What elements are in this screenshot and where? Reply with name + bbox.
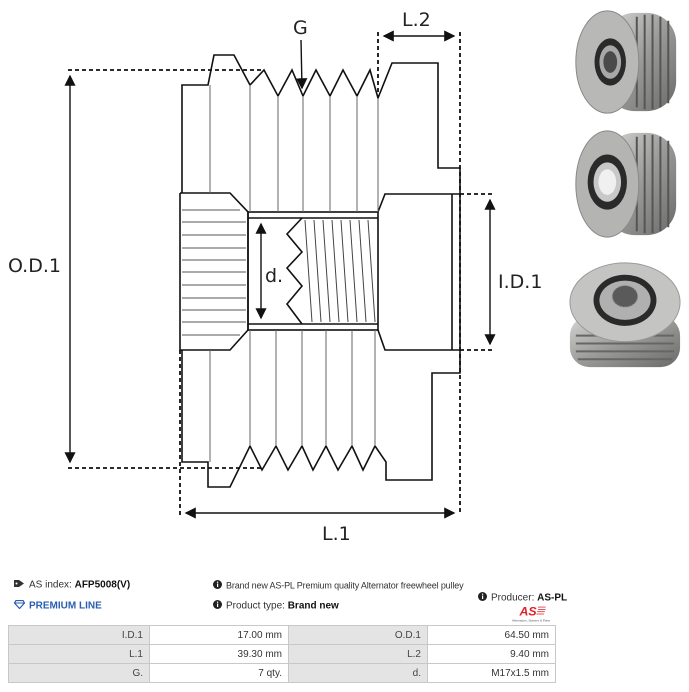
info-icon <box>213 600 222 612</box>
extension-lines <box>68 32 492 515</box>
l2-label: L.2 <box>402 9 431 31</box>
specifications-table: I.D.1 17.00 mm O.D.1 64.50 mm L.1 39.30 … <box>8 625 556 683</box>
product-type-label: Product type: <box>226 600 285 612</box>
od1-label: O.D.1 <box>8 255 61 277</box>
description-text: Brand new AS-PL Premium quality Alternat… <box>226 580 464 591</box>
spec-value: 39.30 mm <box>149 644 289 664</box>
product-photo-rear[interactable] <box>566 257 684 375</box>
product-photo-front[interactable] <box>566 3 684 121</box>
logo-stripes <box>536 606 546 615</box>
tag-icon <box>14 579 25 591</box>
hub-spline-lines <box>182 209 246 336</box>
spec-label: L.2 <box>288 644 428 664</box>
thread-hatch <box>304 219 376 323</box>
as-index-row: AS index: AFP5008(V) <box>14 579 130 591</box>
as-index-label: AS index: <box>29 579 72 591</box>
description-row: Brand new AS-PL Premium quality Alternat… <box>213 580 464 592</box>
product-type-row: Product type: Brand new <box>213 600 339 612</box>
product-photo-bore[interactable] <box>566 125 684 243</box>
groove-pointer <box>296 39 308 90</box>
id1-label: I.D.1 <box>498 271 542 293</box>
producer-value: AS-PL <box>537 592 568 604</box>
thread-profile <box>285 217 304 325</box>
spec-label: L.1 <box>8 644 150 664</box>
thread-label: d. <box>265 265 283 287</box>
spec-label: d. <box>288 663 428 683</box>
pulley-technical-drawing: G L.2 O.D.1 I.D.1 d. L.1 <box>8 9 542 545</box>
producer-row: Producer: AS-PL <box>478 592 567 604</box>
pulley-bottom-outline <box>181 350 461 488</box>
spec-label: I.D.1 <box>8 625 150 645</box>
spec-value: 7 qty. <box>149 663 289 683</box>
logo-mark: AS <box>518 605 537 619</box>
spec-value: 17.00 mm <box>149 625 289 645</box>
thread-bore <box>247 211 379 331</box>
groove-label: G <box>293 17 308 39</box>
premium-line-label: PREMIUM LINE <box>29 600 102 612</box>
pulley-top-outline <box>181 54 461 193</box>
groove-lines <box>209 85 379 462</box>
table-row: L.1 39.30 mm L.2 9.40 mm <box>8 644 556 664</box>
spec-label: G. <box>8 663 150 683</box>
logo-tagline: Alternators, Starters & Parts <box>512 619 551 623</box>
product-type-value: Brand new <box>287 600 339 612</box>
table-row: G. 7 qty. d. M17x1.5 mm <box>8 663 556 683</box>
premium-line-badge: PREMIUM LINE <box>13 599 102 612</box>
table-row: I.D.1 17.00 mm O.D.1 64.50 mm <box>8 625 556 645</box>
info-icon <box>213 580 222 592</box>
as-index-value: AFP5008(V) <box>74 579 131 591</box>
info-icon <box>478 592 487 604</box>
spec-value: M17x1.5 mm <box>427 663 556 683</box>
spec-value: 64.50 mm <box>427 625 556 645</box>
right-hub <box>377 193 461 351</box>
producer-label: Producer: <box>491 592 535 604</box>
diamond-icon <box>13 599 26 612</box>
as-pl-logo: AS Alternators, Starters & Parts <box>512 605 551 623</box>
spec-value: 9.40 mm <box>427 644 556 664</box>
l1-label: L.1 <box>322 523 351 545</box>
spec-label: O.D.1 <box>288 625 428 645</box>
